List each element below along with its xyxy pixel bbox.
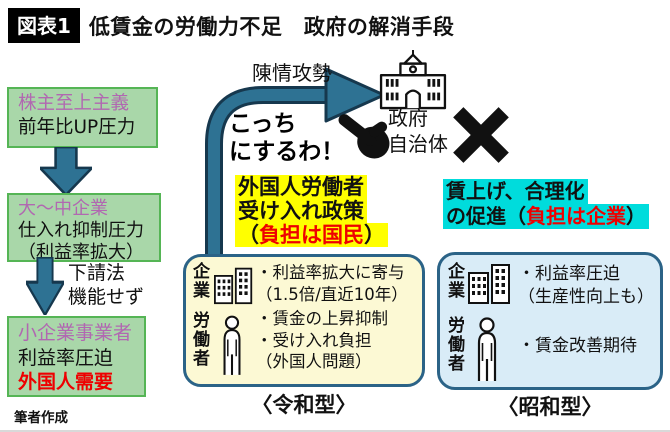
reiwa-worker-label: 労働者 [193,311,210,370]
worker-person-icon [477,317,497,381]
pointing-hand-icon [338,114,390,159]
showa-worker-label: 労働者 [448,316,465,375]
wage-policy-line1: 賃上げ、合理化 [443,179,588,204]
reiwa-caption: 〈令和型〉 [251,393,357,417]
showa-result-box: 企業 ・利益率圧迫 （生産性向上も） 労働者 [437,252,663,390]
flow-box-small-business-line2: 利益率圧迫 [18,346,114,369]
flow-box-small-business: 小企業事業者 利益率圧迫 外国人需要 [7,316,146,397]
government-label-line1: 政府 [388,106,428,130]
petition-arrow-label: 陳情攻勢 [252,61,332,85]
flow-box-shareholders-line2: 前年比UP圧力 [18,117,136,139]
flow-box-shareholders: 株主至上主義 前年比UP圧力 [7,87,158,148]
reiwa-bullet-2: ・賃金の上昇抑制 [256,309,388,328]
reiwa-company-label: 企業 [193,262,210,302]
worker-person-icon [223,315,241,375]
flow-box-large-companies-line1: 大～中企業 [18,198,108,219]
reiwa-bullet-3b: （外国人問題） [256,352,372,371]
author-credit: 筆者作成 [14,410,68,426]
title-row: 図表1 低賃金の労働力不足 政府の解消手段 [8,8,454,43]
down-arrow-icon [26,257,64,315]
reiwa-worker-bullets: ・賃金の上昇抑制 ・受け入れ負担 （外国人問題） [256,308,388,373]
speech-line2: にするわ！ [229,139,345,166]
policy-line1: 外国人労働者 [235,175,367,199]
flow-box-large-companies-line2: 仕入れ抑制圧力 [18,219,144,241]
company-buildings-icon [468,264,510,304]
figure-number-badge: 図表1 [8,8,80,43]
reiwa-bullet-3: ・受け入れ負担 [256,330,372,350]
wage-burden-text: 負担は企業 [526,204,626,228]
government-building-icon [379,50,447,110]
reiwa-result-box: 企業 ・利益率拡大に寄与 （1.5倍/直近10年） 労働者 [183,254,425,387]
wage-policy-line2: の促進（負担は企業） [443,204,649,229]
subcontract-law-note: 下請法 機能せず [68,262,144,310]
showa-worker-bullets: ・賃金改善期待 [518,335,637,358]
flow-box-shareholders-line1: 株主至上主義 [18,93,130,114]
figure-title: 低賃金の労働力不足 政府の解消手段 [88,14,455,39]
showa-bullet-2: ・賃金改善期待 [518,336,637,356]
reiwa-bullet-1b: （1.5倍/直近10年） [256,284,408,304]
speech-line1: こっち [229,111,297,137]
policy-burden-text: 負担は国民 [259,223,364,247]
reiwa-company-bullets: ・利益率拡大に寄与 （1.5倍/直近10年） [256,262,408,305]
subcontract-law-note-line1: 下請法 [68,262,126,284]
policy-line2: 受け入れ政策 [235,199,367,223]
foreign-worker-policy: 外国人労働者 受け入れ政策 （負担は国民） [235,175,388,247]
flow-box-large-companies: 大～中企業 仕入れ抑制圧力 （利益率拡大） [7,193,161,263]
showa-company-bullets: ・利益率圧迫 （生産性向上も） [518,263,654,309]
showa-bullet-1: ・利益率圧迫 [518,264,620,284]
cross-icon [453,107,509,163]
showa-company-label: 企業 [448,262,465,302]
government-label-line2: 自治体 [388,131,448,156]
down-arrow-icon [40,147,92,195]
policy-line3: （負担は国民） [235,223,388,247]
company-buildings-icon [214,267,253,305]
flow-box-small-business-line3: 外国人需要 [18,371,114,394]
subcontract-law-note-line2: 機能せず [68,285,145,308]
speech-text: こっち にするわ！ [229,110,344,166]
government-label: 政府 自治体 [388,106,448,157]
petition-arrow-icon [205,67,386,260]
reiwa-bullet-1: ・利益率拡大に寄与 [256,263,405,282]
wage-raise-policy: 賃上げ、合理化 の促進（負担は企業） [443,179,649,229]
flow-box-small-business-line1: 小企業事業者 [18,322,133,344]
showa-bullet-1b: （生産性向上も） [518,287,654,307]
showa-caption: 〈昭和型〉 [497,395,603,419]
